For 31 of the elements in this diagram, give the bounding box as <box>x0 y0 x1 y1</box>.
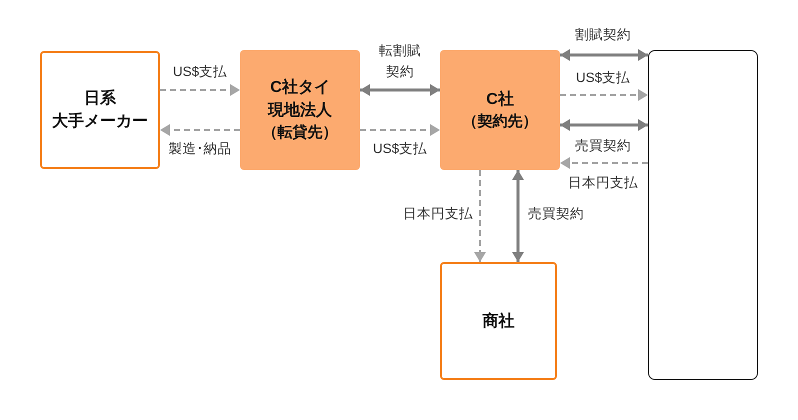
entity-box <box>440 262 557 380</box>
edge-label: 割賦契約 <box>575 26 631 44</box>
dashed-arrow <box>560 157 648 169</box>
edge-label: 日本円支払 <box>568 174 638 192</box>
node-title: 商社 <box>482 311 514 332</box>
edge-label: US$支払 <box>372 140 428 158</box>
edge-label: 売買契約 <box>575 137 631 155</box>
double-arrow <box>512 170 524 262</box>
node-title: 日系大手メーカー <box>52 88 148 132</box>
edge-label: 売買契約 <box>528 205 584 223</box>
dashed-arrow <box>360 124 440 136</box>
entity-box <box>40 51 160 169</box>
edge-label: 製造･納品 <box>168 140 232 158</box>
double-arrow <box>560 119 648 131</box>
entity-box <box>440 50 560 170</box>
edge-label: 日本円支払 <box>403 205 473 223</box>
dashed-arrow <box>160 84 240 96</box>
double-arrow <box>560 49 648 61</box>
edge-label: US$支払 <box>576 69 630 87</box>
dashed-arrow <box>474 170 486 262</box>
double-arrow <box>360 84 440 96</box>
node-title: C社タイ現地法人 <box>268 78 332 121</box>
dashed-arrow <box>560 89 648 101</box>
dashed-arrow <box>160 124 240 136</box>
entity-box <box>240 50 360 170</box>
node-subtitle: （転貸先） <box>262 123 338 143</box>
node-subtitle: （契約先） <box>462 112 538 132</box>
edge-label: US$支払 <box>172 63 228 81</box>
node-title: C社 <box>486 90 514 110</box>
empty-panel <box>648 50 758 380</box>
edge-label: 転割賦契約 <box>379 42 421 81</box>
